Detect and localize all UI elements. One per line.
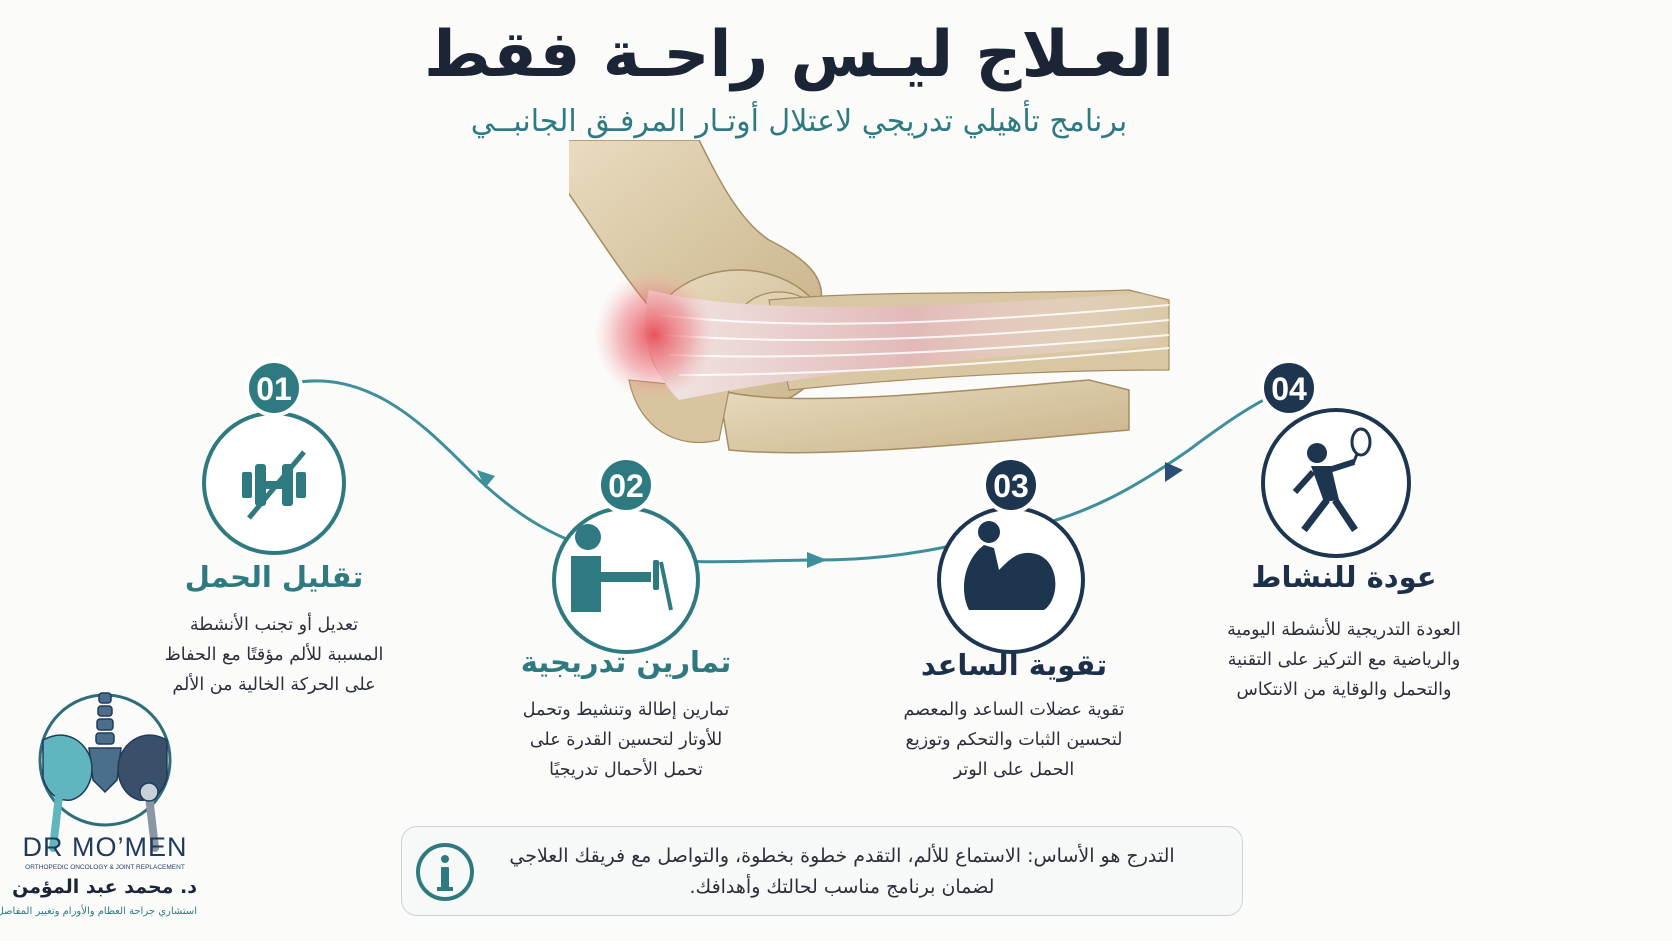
page-subtitle: برنامج تأهيلي تدريجي لاعتلال أوتـار المر… [471,104,1129,139]
step-2-desc-line: تحمل الأحمال تدريجيًا [550,760,704,780]
flexed-arm-dumbbell-icon [965,521,1057,610]
info-note-text: التدرج هو الأساس: الاستماع للألم، التقدم… [483,841,1203,903]
step-2-description: تمارين إطالة وتنشيط وتحمل للأوتار لتحسين… [477,695,777,785]
doctor-name: د. محمد عبد المؤمن [13,876,198,898]
elbow-illustration [570,140,1180,454]
step-1-circle: 01 [203,359,347,555]
info-note-line: التدرج هو الأساس: الاستماع للألم، التقدم… [510,845,1176,867]
step-4-description: العودة التدريجية للأنشطة اليومية والرياض… [1185,615,1505,705]
crossed-dumbbell-icon [243,450,307,520]
step-1-title: تقليل الحمل [185,560,365,594]
logo-brand: DR MO’MEN [23,832,189,862]
step-3-desc-line: لتحسين الثبات والتحكم وتوزيع [906,730,1124,750]
step-4-desc-line: العودة التدريجية للأنشطة اليومية [1228,620,1462,640]
step-1-desc-line: تعديل أو تجنب الأنشطة [190,615,360,635]
step-1-description: تعديل أو تجنب الأنشطة المسببة للألم مؤقت… [125,610,425,700]
path-arrow-1 [478,470,496,488]
step-3-title: تقوية الساعد [921,648,1109,682]
step-4-number: 04 [1272,371,1308,407]
step-1-desc-line: على الحركة الخالية من الألم [173,675,377,695]
logo-tagline: ORTHOPEDIC ONCOLOGY & JOINT REPLACEMENT [26,864,186,871]
step-2-desc-line: للأوتار لتحسين القدرة على [530,730,724,750]
arm-stretch-icon [572,524,674,612]
step-3-desc-line: الحمل على الوتر [954,760,1076,780]
step-4-desc-line: والرياضية مع التركيز على التقنية [1228,650,1462,670]
clinic-logo [39,692,173,852]
doctor-title: استشاري جراحة العظام والأورام وتغيير الم… [0,906,198,917]
step-4-circle: 04 [1261,359,1412,558]
path-arrow-2 [808,552,828,568]
step-1-desc-line: المسببة للألم مؤقتًا مع الحفاظ [165,645,385,665]
step-4-title: عودة للنشاط [1252,560,1438,594]
tennis-player-icon [1293,427,1373,533]
step-1-number: 01 [257,371,293,407]
page-title: العـلاج ليـس راحـة فقط [424,18,1176,92]
step-3-desc-line: تقوية عضلات الساعد والمعصم [904,700,1126,720]
info-icon [417,843,475,901]
info-note-line: لضمان برنامج مناسب لحالتك وأهدافك. [690,876,996,898]
step-3-description: تقوية عضلات الساعد والمعصم لتحسين الثبات… [865,695,1165,785]
step-4-desc-line: والتحمل والوقاية من الانتكاس [1237,680,1453,700]
step-2-desc-line: تمارين إطالة وتنشيط وتحمل [523,700,731,720]
info-note-box: التدرج هو الأساس: الاستماع للألم، التقدم… [402,826,1244,916]
step-2-title: تمارين تدريجية [521,645,733,679]
